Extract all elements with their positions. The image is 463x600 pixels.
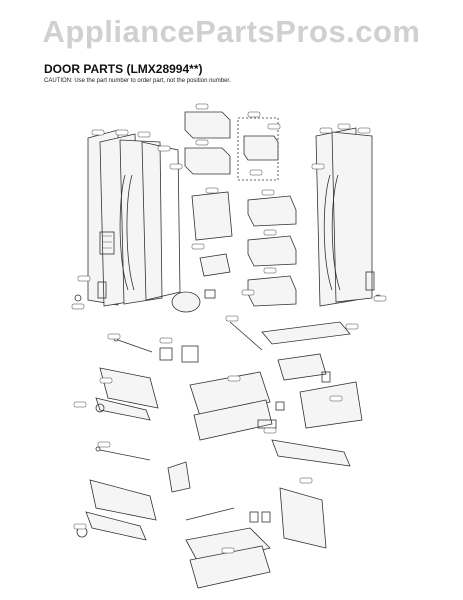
position-callouts bbox=[71, 103, 387, 554]
door-bins bbox=[171, 111, 297, 313]
site-watermark: AppliancePartsPros.com bbox=[42, 14, 421, 49]
right-door-assembly bbox=[315, 127, 382, 307]
left-door-assembly bbox=[74, 129, 181, 307]
middle-drawer-assembly bbox=[95, 321, 363, 441]
page-title: DOOR PARTS (LMX28994**) bbox=[44, 62, 203, 76]
caution-note: CAUTION: Use the part number to order pa… bbox=[44, 78, 231, 84]
lower-drawer-assembly bbox=[76, 439, 351, 589]
